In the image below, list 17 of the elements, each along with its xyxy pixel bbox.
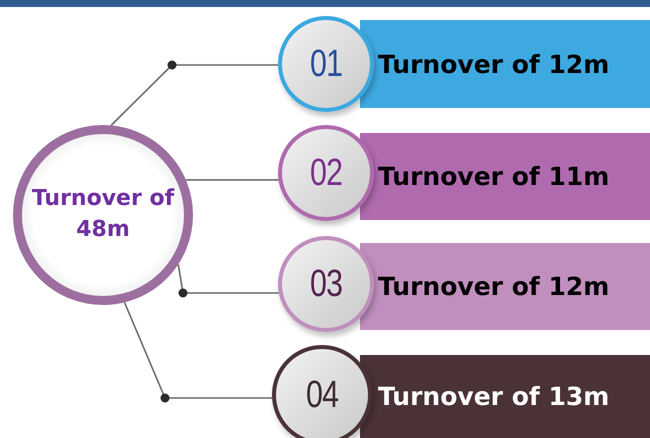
item-band <box>360 20 650 108</box>
item-label: Turnover of 12m <box>378 50 610 78</box>
item-label: Turnover of 13m <box>378 382 610 411</box>
item-number: 01 <box>310 42 342 86</box>
item-band <box>360 243 650 330</box>
item-number: 04 <box>306 374 338 416</box>
item-label: Turnover of 11m <box>378 162 610 191</box>
item-band <box>360 355 650 438</box>
connector-line <box>124 302 272 399</box>
item-band <box>360 133 650 220</box>
connector-line <box>186 179 278 181</box>
connector-line <box>110 64 278 126</box>
connector-line <box>178 264 279 294</box>
item-number: 02 <box>310 152 342 194</box>
item-number: 03 <box>310 262 342 306</box>
summary-label: Turnover of 48m <box>30 185 176 244</box>
item-label: Turnover of 12m <box>378 272 610 301</box>
